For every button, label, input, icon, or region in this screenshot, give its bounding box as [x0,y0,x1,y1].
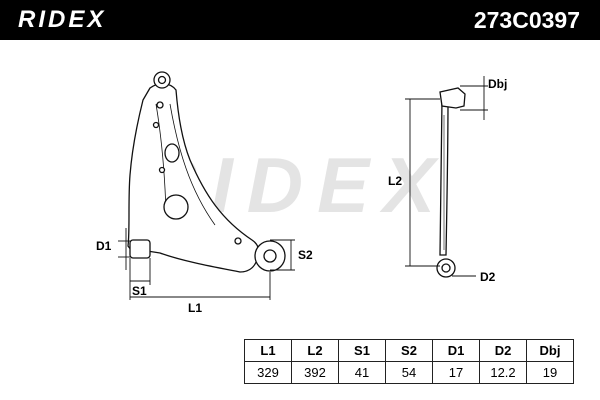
label-dbj: Dbj [488,77,507,91]
spec-header-d2: D2 [479,339,527,362]
label-l1: L1 [188,301,202,315]
front-view-dimensions [118,228,295,300]
spec-header-l2: L2 [291,339,339,362]
spec-value-d1: 17 [432,361,480,384]
spec-value-s2: 54 [385,361,433,384]
spec-header-row: L1 L2 S1 S2 D1 D2 Dbj [244,339,574,362]
spec-value-dbj: 19 [526,361,574,384]
side-view-dimensions [405,76,488,277]
brand-logo: RIDEX [18,6,107,33]
spec-header-dbj: Dbj [526,339,574,362]
label-d2: D2 [480,270,496,284]
label-d1: D1 [96,239,112,253]
label-l2: L2 [388,174,402,188]
header-bar: RIDEX 273C0397 [0,0,600,40]
spec-value-d2: 12.2 [479,361,527,384]
spec-value-l2: 392 [291,361,339,384]
specification-table: L1 L2 S1 S2 D1 D2 Dbj 329 392 41 54 17 1… [244,339,574,384]
spec-value-l1: 329 [244,361,292,384]
technical-drawing: RIDEX [96,71,507,315]
spec-header-s1: S1 [338,339,386,362]
control-arm-front-view [127,71,286,273]
spec-header-d1: D1 [432,339,480,362]
spec-value-s1: 41 [338,361,386,384]
spec-header-s2: S2 [385,339,433,362]
spec-value-row: 329 392 41 54 17 12.2 19 [244,361,574,384]
label-s2: S2 [298,248,313,262]
spec-header-l1: L1 [244,339,292,362]
label-s1: S1 [132,284,147,298]
part-number: 273C0397 [473,7,580,33]
control-arm-side-view [436,87,466,278]
